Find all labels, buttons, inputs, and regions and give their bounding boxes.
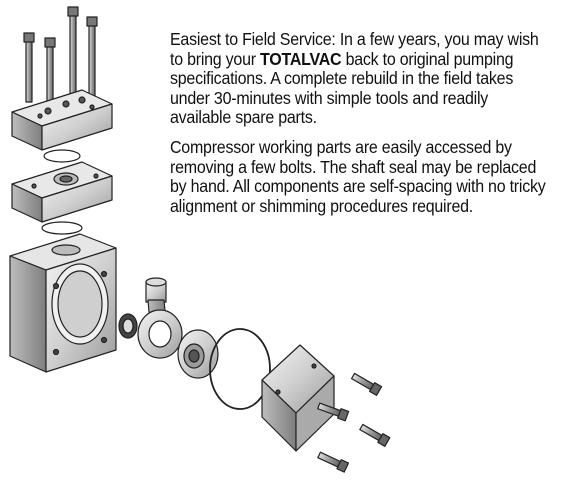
cylinder-housing <box>9 233 117 373</box>
eccentric-bearing <box>177 329 219 379</box>
o-ring-large <box>209 328 271 410</box>
paragraph-compressor-parts: Compressor working parts are easily acce… <box>170 136 546 216</box>
end-cover <box>261 344 335 452</box>
valve-plate <box>11 161 113 223</box>
description-text: Easiest to Field Service: In a few years… <box>170 29 553 226</box>
o-ring-middle <box>41 221 83 235</box>
head-block <box>11 89 113 151</box>
paragraph-1-intro: Easiest to Field Service: In a few years… <box>170 29 539 69</box>
paragraph-1-rest: back to original pumping specifications.… <box>170 48 514 128</box>
o-ring-upper <box>43 149 81 163</box>
shaft-seal <box>118 313 138 339</box>
piston-rod <box>137 277 183 359</box>
paragraph-field-service: Easiest to Field Service: In a few years… <box>170 29 553 128</box>
cover-bolts <box>317 372 391 473</box>
long-bolts <box>23 6 98 106</box>
brand-name: TOTALVAC <box>260 48 342 69</box>
